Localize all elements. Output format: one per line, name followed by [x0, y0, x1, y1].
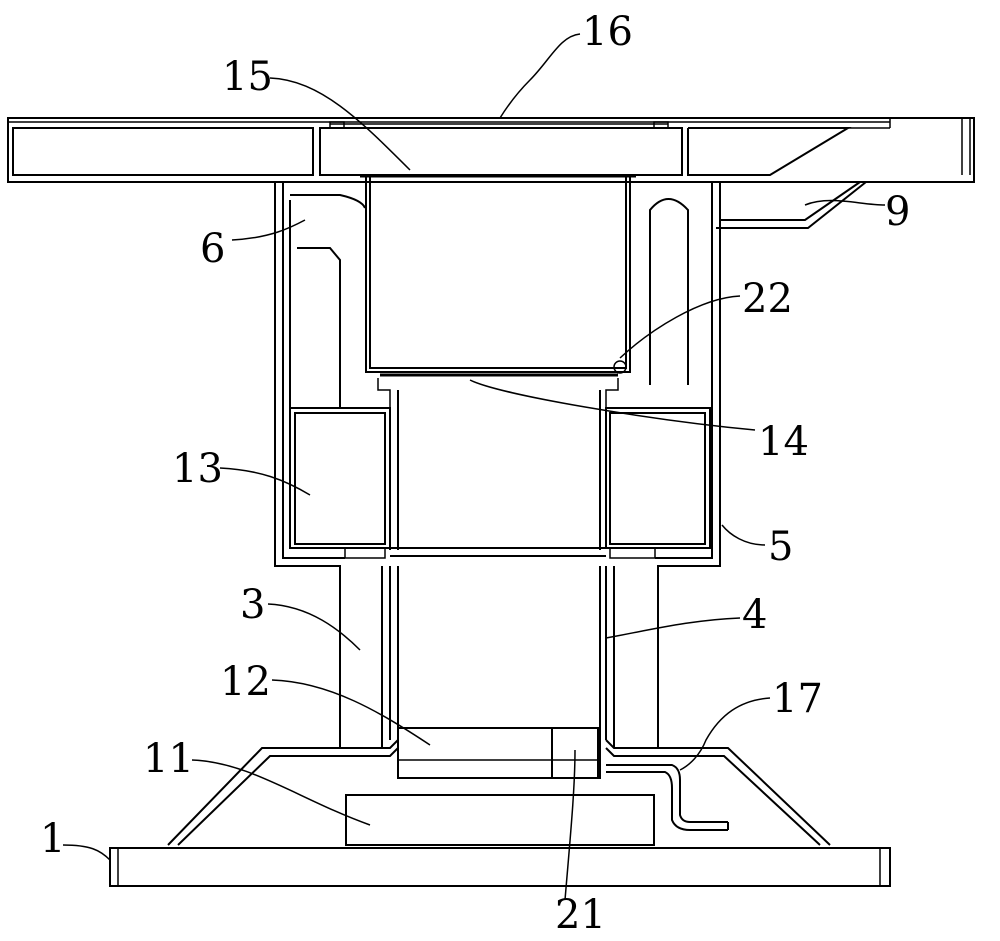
label-12: 12 [220, 659, 271, 705]
label-1: 1 [40, 816, 65, 862]
housing-5 [274, 182, 721, 748]
top-plate [7, 117, 975, 183]
label-14: 14 [758, 419, 809, 465]
label-21: 21 [555, 892, 606, 938]
label-22: 22 [742, 276, 793, 322]
upper-container [360, 174, 636, 410]
part-labels: 16 15 9 6 22 14 13 5 3 4 12 17 11 1 21 [40, 9, 910, 938]
label-17: 17 [772, 676, 823, 722]
label-4: 4 [742, 592, 767, 638]
component-12 [397, 727, 601, 779]
label-5: 5 [768, 524, 793, 570]
label-13: 13 [172, 446, 223, 492]
label-9: 9 [885, 189, 910, 235]
base-housing [167, 739, 831, 846]
label-11: 11 [143, 736, 194, 782]
leader-lines [62, 33, 886, 901]
label-15: 15 [222, 54, 273, 100]
block-11 [345, 794, 655, 846]
label-16: 16 [582, 9, 633, 55]
pipe-17 [606, 764, 729, 831]
label-3: 3 [240, 582, 265, 628]
blocks-13 [289, 390, 711, 559]
columns [381, 566, 615, 778]
sensor-22 [613, 360, 627, 374]
label-6: 6 [200, 226, 225, 272]
base-plate-1 [109, 847, 891, 887]
air-duct-9 [716, 181, 867, 229]
